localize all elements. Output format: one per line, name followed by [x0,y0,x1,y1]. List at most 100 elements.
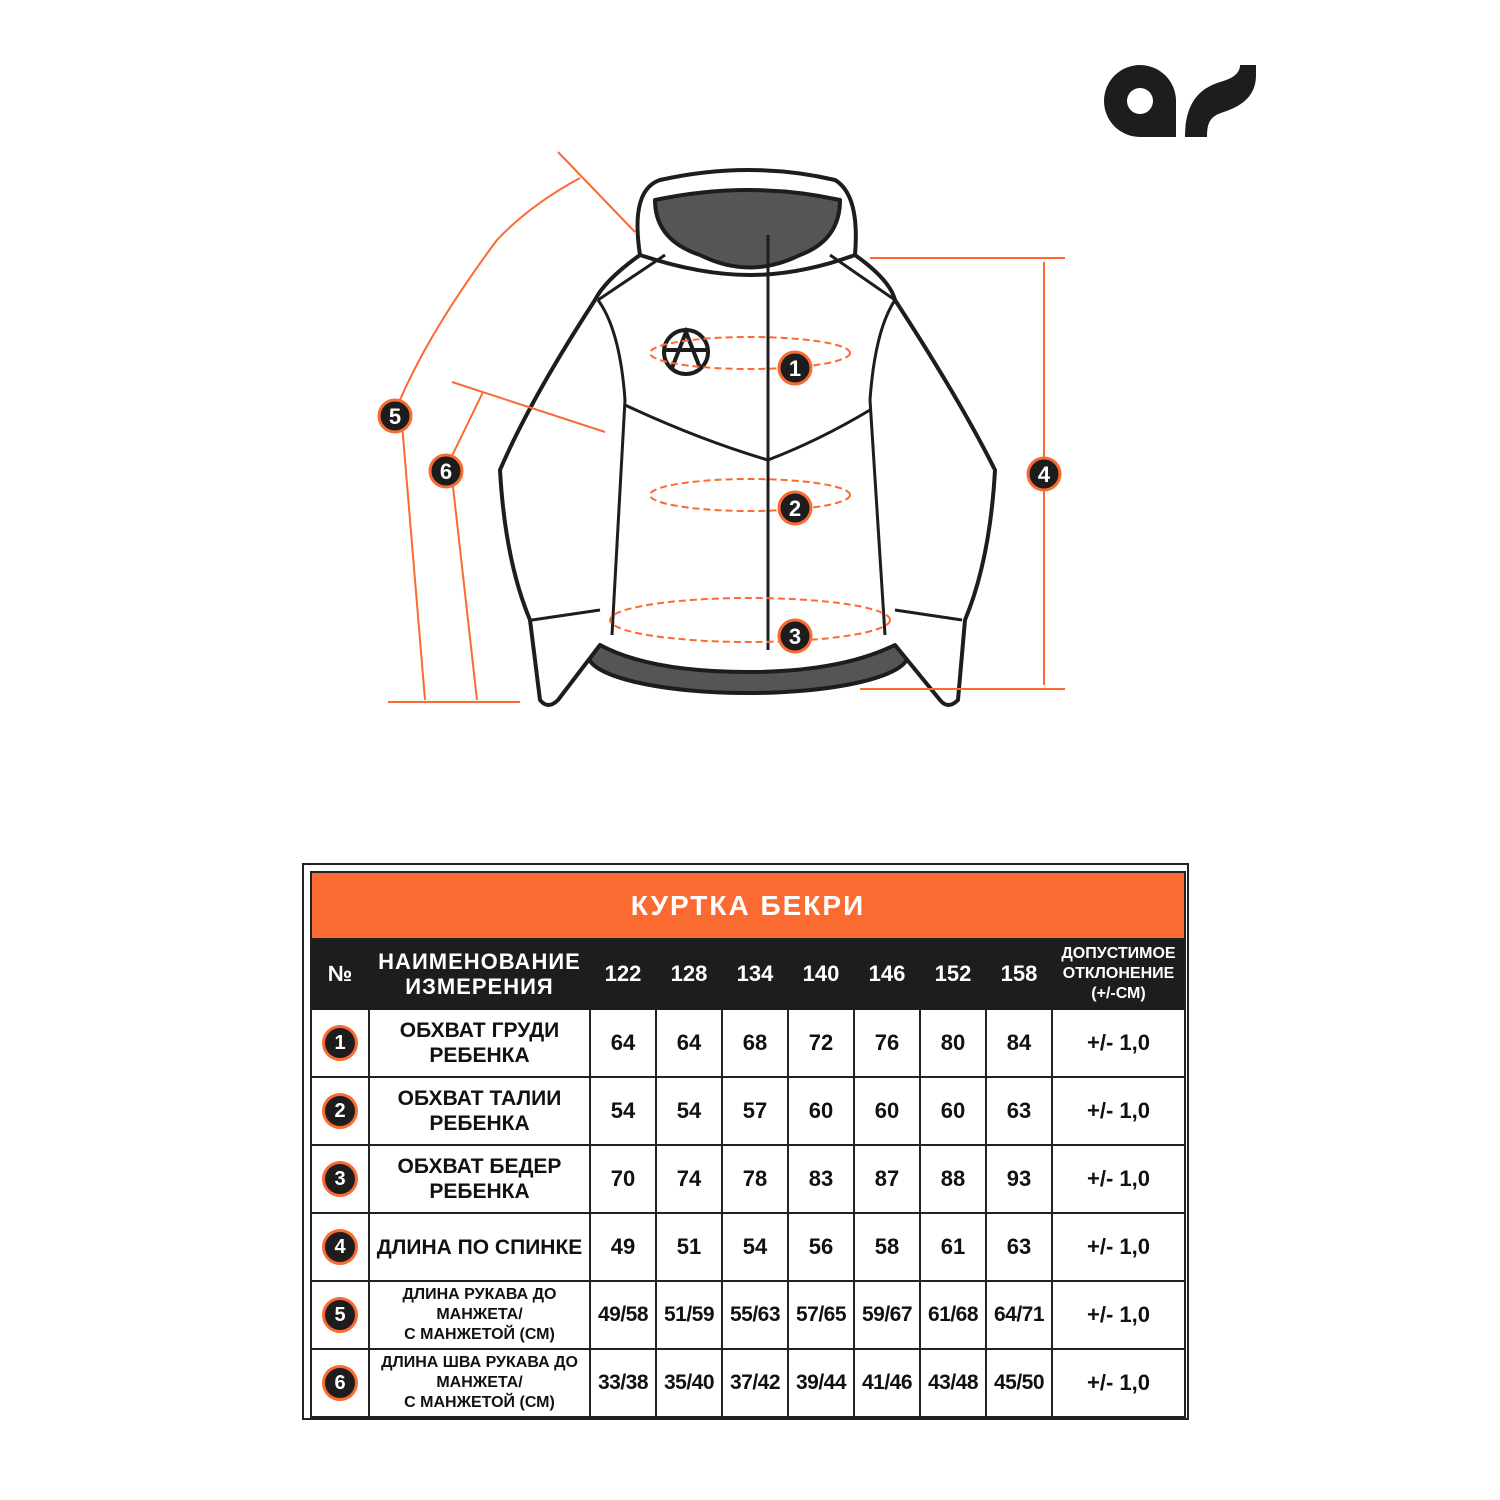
table-frame [302,863,1189,1420]
header-number: № [310,938,370,1010]
jacket-diagram: 1 2 3 4 5 6 [377,65,1256,707]
header-size: 152 [919,938,987,1010]
row-number: 5 [310,1280,370,1350]
size-value: 88 [919,1144,987,1214]
jacket-illustration [498,168,997,707]
number-badge: 1 [322,1025,358,1061]
header-size: 134 [721,938,789,1010]
size-value: 60 [853,1076,921,1146]
size-value: 72 [787,1008,855,1078]
measurement-lines [388,151,1065,703]
size-value: 43/48 [919,1348,987,1418]
marker-4: 4 [1026,456,1062,492]
size-value: 64 [655,1008,723,1078]
marker-5: 5 [377,398,413,434]
size-value: 55/63 [721,1280,789,1350]
chest-logo-icon [662,326,710,376]
size-value: 37/42 [721,1348,789,1418]
number-badge: 6 [322,1365,358,1401]
size-value: 57 [721,1076,789,1146]
measurement-markers: 1 2 3 4 5 6 [377,350,1062,654]
size-value: 51 [655,1212,723,1282]
size-value: 64/71 [985,1280,1053,1350]
row-number: 4 [310,1212,370,1282]
size-value: 39/44 [787,1348,855,1418]
number-badge: 5 [322,1297,358,1333]
header-size: 158 [985,938,1053,1010]
size-value: 74 [655,1144,723,1214]
size-value: 70 [589,1144,657,1214]
row-number: 6 [310,1348,370,1418]
size-value: 49 [589,1212,657,1282]
size-value: 59/67 [853,1280,921,1350]
size-value: 76 [853,1008,921,1078]
size-value: 35/40 [655,1348,723,1418]
brand-logo [1104,65,1256,137]
tolerance-value: +/- 1,0 [1051,1212,1186,1282]
svg-text:3: 3 [789,624,801,649]
svg-text:1: 1 [789,356,801,381]
header-size: 122 [589,938,657,1010]
size-value: 54 [589,1076,657,1146]
size-value: 56 [787,1212,855,1282]
number-badge: 4 [322,1229,358,1265]
tolerance-value: +/- 1,0 [1051,1280,1186,1350]
size-value: 61 [919,1212,987,1282]
tolerance-value: +/- 1,0 [1051,1008,1186,1078]
size-value: 61/68 [919,1280,987,1350]
size-value: 45/50 [985,1348,1053,1418]
size-value: 78 [721,1144,789,1214]
number-badge: 2 [322,1093,358,1129]
size-value: 33/38 [589,1348,657,1418]
size-value: 41/46 [853,1348,921,1418]
size-value: 54 [721,1212,789,1282]
marker-1: 1 [777,350,813,386]
measurement-name: ДЛИНА ПО СПИНКЕ [368,1212,591,1282]
row-number: 3 [310,1144,370,1214]
row-number: 1 [310,1008,370,1078]
size-value: 57/65 [787,1280,855,1350]
size-value: 63 [985,1212,1053,1282]
number-badge: 3 [322,1161,358,1197]
header-size: 128 [655,938,723,1010]
size-value: 83 [787,1144,855,1214]
size-value: 49/58 [589,1280,657,1350]
svg-text:6: 6 [440,459,452,484]
svg-text:4: 4 [1038,462,1051,487]
header-size: 140 [787,938,855,1010]
size-value: 54 [655,1076,723,1146]
row-number: 2 [310,1076,370,1146]
size-value: 51/59 [655,1280,723,1350]
size-value: 84 [985,1008,1053,1078]
size-value: 60 [787,1076,855,1146]
size-value: 87 [853,1144,921,1214]
size-value: 58 [853,1212,921,1282]
svg-text:5: 5 [389,404,401,429]
marker-3: 3 [777,618,813,654]
tolerance-value: +/- 1,0 [1051,1076,1186,1146]
tolerance-value: +/- 1,0 [1051,1348,1186,1418]
svg-text:2: 2 [789,496,801,521]
tolerance-value: +/- 1,0 [1051,1144,1186,1214]
header-size: 146 [853,938,921,1010]
size-value: 60 [919,1076,987,1146]
size-value: 93 [985,1144,1053,1214]
size-value: 63 [985,1076,1053,1146]
size-value: 64 [589,1008,657,1078]
size-value: 68 [721,1008,789,1078]
size-value: 80 [919,1008,987,1078]
